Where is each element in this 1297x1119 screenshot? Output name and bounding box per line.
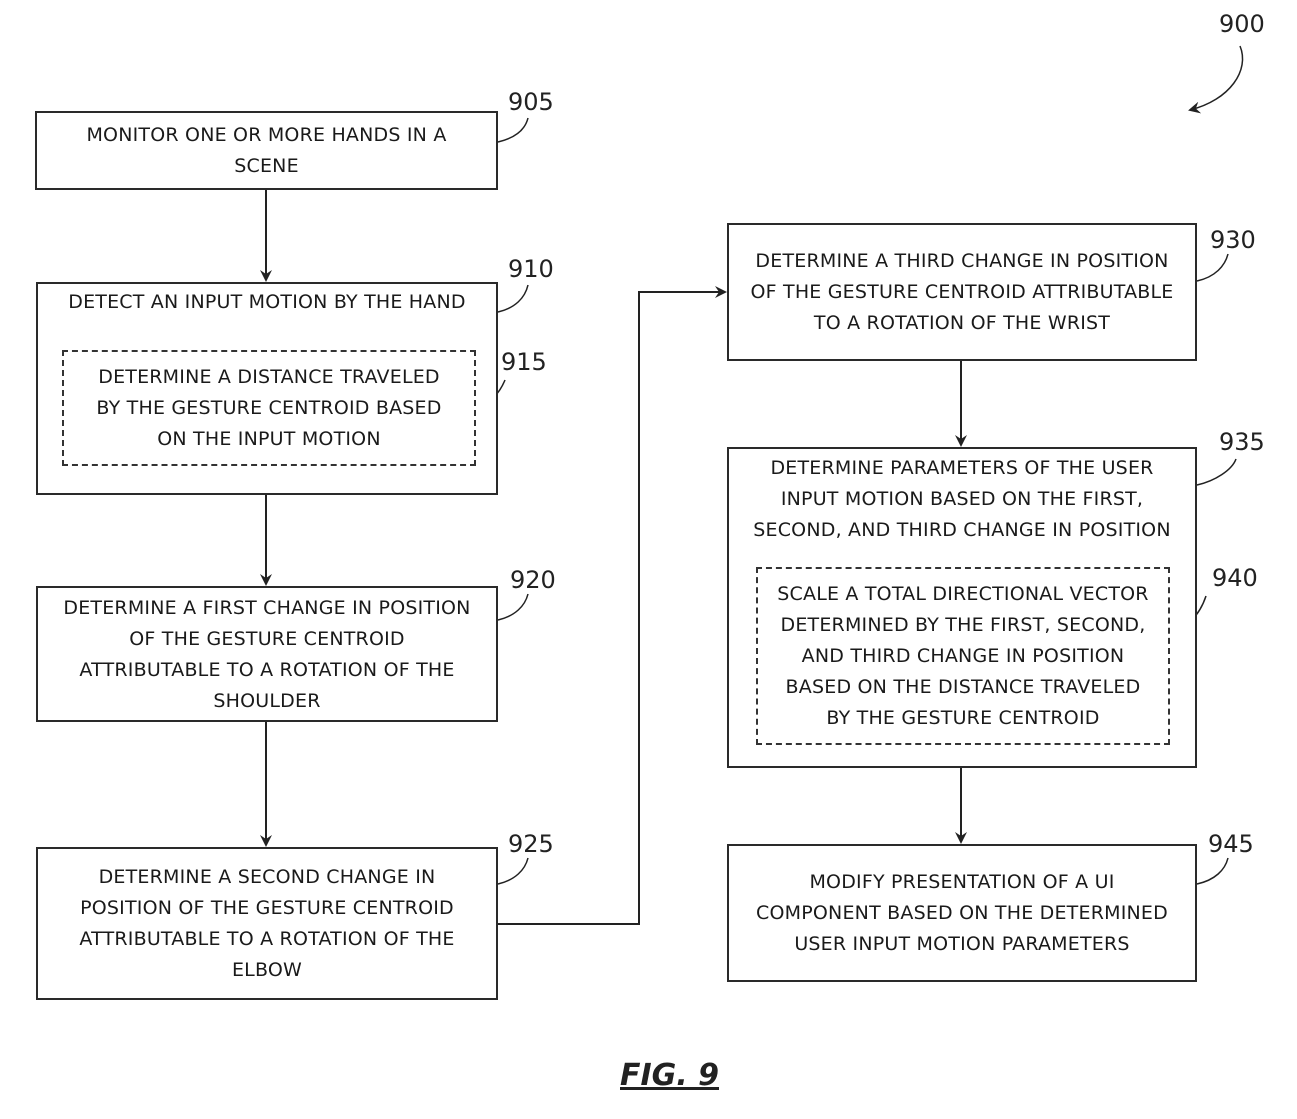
step-925-box: DETERMINE A SECOND CHANGE IN POSITION OF… bbox=[36, 847, 498, 1000]
step-920-box: DETERMINE A FIRST CHANGE IN POSITION OF … bbox=[36, 586, 498, 722]
step-905-box: MONITOR ONE OR MORE HANDS IN A SCENE bbox=[35, 111, 498, 190]
leader-935 bbox=[1196, 458, 1237, 486]
leader-945 bbox=[1196, 857, 1229, 885]
leader-930 bbox=[1196, 253, 1229, 282]
figure-label: FIG. 9 bbox=[620, 1058, 719, 1093]
leader-925 bbox=[497, 857, 529, 885]
step-945-box: MODIFY PRESENTATION OF A UI COMPONENT BA… bbox=[727, 844, 1197, 982]
pointer-900 bbox=[1188, 45, 1244, 114]
step-945-ref: 945 bbox=[1208, 830, 1254, 858]
step-935-box: DETERMINE PARAMETERS OF THE USER INPUT M… bbox=[727, 447, 1197, 768]
step-935-text: DETERMINE PARAMETERS OF THE USER INPUT M… bbox=[753, 457, 1171, 541]
step-915-text: DETERMINE A DISTANCE TRAVELED BY THE GES… bbox=[96, 366, 442, 450]
step-930-text: DETERMINE A THIRD CHANGE IN POSITION OF … bbox=[750, 250, 1174, 334]
step-915-ref: 915 bbox=[501, 348, 547, 376]
step-915-box: DETERMINE A DISTANCE TRAVELED BY THE GES… bbox=[62, 350, 476, 466]
step-905-text: MONITOR ONE OR MORE HANDS IN A SCENE bbox=[86, 124, 447, 177]
step-925-ref: 925 bbox=[508, 830, 554, 858]
step-920-ref: 920 bbox=[510, 566, 556, 594]
leader-920 bbox=[497, 593, 529, 621]
step-945-text: MODIFY PRESENTATION OF A UI COMPONENT BA… bbox=[756, 871, 1168, 955]
step-910-box: DETECT AN INPUT MOTION BY THE HAND DETER… bbox=[36, 282, 498, 495]
step-940-text: SCALE A TOTAL DIRECTIONAL VECTOR DETERMI… bbox=[777, 583, 1149, 729]
figure-reference-900: 900 bbox=[1219, 10, 1265, 38]
step-935-ref: 935 bbox=[1219, 428, 1265, 456]
step-925-text: DETERMINE A SECOND CHANGE IN POSITION OF… bbox=[79, 866, 455, 981]
leader-910 bbox=[497, 284, 529, 313]
step-920-text: DETERMINE A FIRST CHANGE IN POSITION OF … bbox=[63, 597, 471, 712]
step-940-box: SCALE A TOTAL DIRECTIONAL VECTOR DETERMI… bbox=[756, 567, 1170, 745]
step-905-ref: 905 bbox=[508, 88, 554, 116]
step-910-text: DETECT AN INPUT MOTION BY THE HAND bbox=[68, 291, 466, 313]
step-940-ref: 940 bbox=[1212, 564, 1258, 592]
step-910-ref: 910 bbox=[508, 255, 554, 283]
step-930-ref: 930 bbox=[1210, 226, 1256, 254]
leader-905 bbox=[497, 117, 529, 143]
step-930-box: DETERMINE A THIRD CHANGE IN POSITION OF … bbox=[727, 223, 1197, 361]
